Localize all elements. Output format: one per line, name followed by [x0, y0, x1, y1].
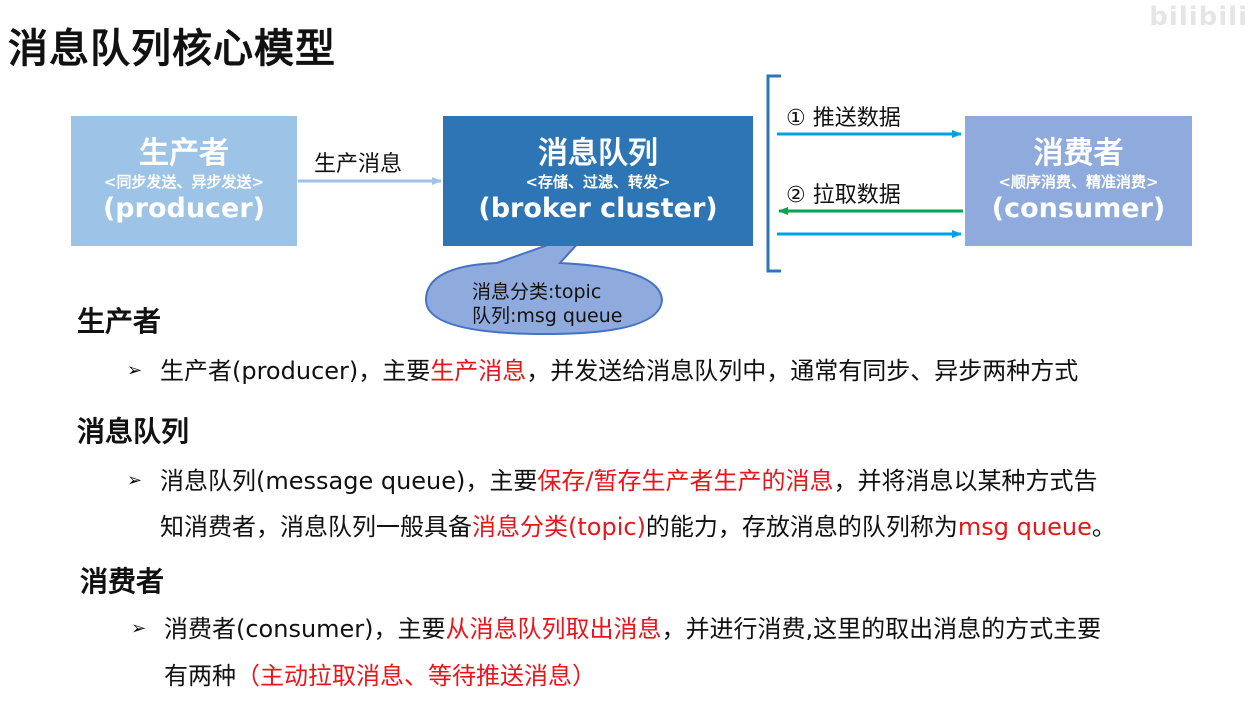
consumer-sub: <顺序消费、精准消费> — [998, 173, 1159, 191]
consumer-line-1: 消费者(consumer)，主要从消息队列取出消息，并进行消费,这里的取出消息的… — [164, 615, 1102, 643]
page-title: 消息队列核心模型 — [8, 26, 336, 72]
push-label: ① 推送数据 — [786, 106, 901, 131]
broker-line-1: 消息队列(message queue)，主要保存/暂存生产者生产的消息，并将消息… — [160, 467, 1098, 495]
broker-sub: <存储、过滤、转发> — [525, 173, 671, 191]
bullet-arrow-icon: ➢ — [127, 470, 143, 491]
watermark: bilibili — [1149, 2, 1248, 32]
callout-text: 消息分类:topic 队列:msg queue — [472, 280, 622, 328]
callout-bubble — [424, 229, 664, 336]
section-heading-producer: 生产者 — [77, 305, 162, 338]
section-heading-broker: 消息队列 — [77, 415, 190, 448]
section-heading-consumer: 消费者 — [80, 565, 165, 598]
callout-line-1: 消息分类:topic — [472, 281, 602, 303]
consumer-box: 消费者 <顺序消费、精准消费> (consumer) — [965, 116, 1192, 246]
producer-en: (producer) — [102, 193, 266, 224]
producer-sub: <同步发送、异步发送> — [103, 173, 265, 191]
consumer-en: (consumer) — [991, 193, 1166, 224]
produce-label: 生产消息 — [314, 152, 403, 177]
callout-line-2: 队列:msg queue — [472, 305, 623, 327]
pull-label: ② 拉取数据 — [786, 183, 901, 208]
broker-box: 消息队列 <存储、过滤、转发> (broker cluster) — [443, 116, 753, 246]
broker-line-2: 知消费者，消息队列一般具备消息分类(topic)的能力，存放消息的队列称为msg… — [160, 513, 1116, 541]
producer-line-1: 生产者(producer)，主要生产消息，并发送给消息队列中，通常有同步、异步两… — [160, 357, 1079, 385]
bullet-arrow-icon: ➢ — [131, 618, 147, 639]
bracket — [766, 74, 781, 273]
producer-title: 生产者 — [139, 136, 229, 171]
broker-title: 消息队列 — [538, 136, 658, 171]
bullet-arrow-icon: ➢ — [127, 360, 143, 381]
producer-box: 生产者 <同步发送、异步发送> (producer) — [71, 116, 297, 246]
broker-en: (broker cluster) — [478, 193, 718, 224]
consumer-title: 消费者 — [1033, 136, 1124, 171]
consumer-line-2: 有两种（主动拉取消息、等待推送消息） — [164, 662, 596, 690]
